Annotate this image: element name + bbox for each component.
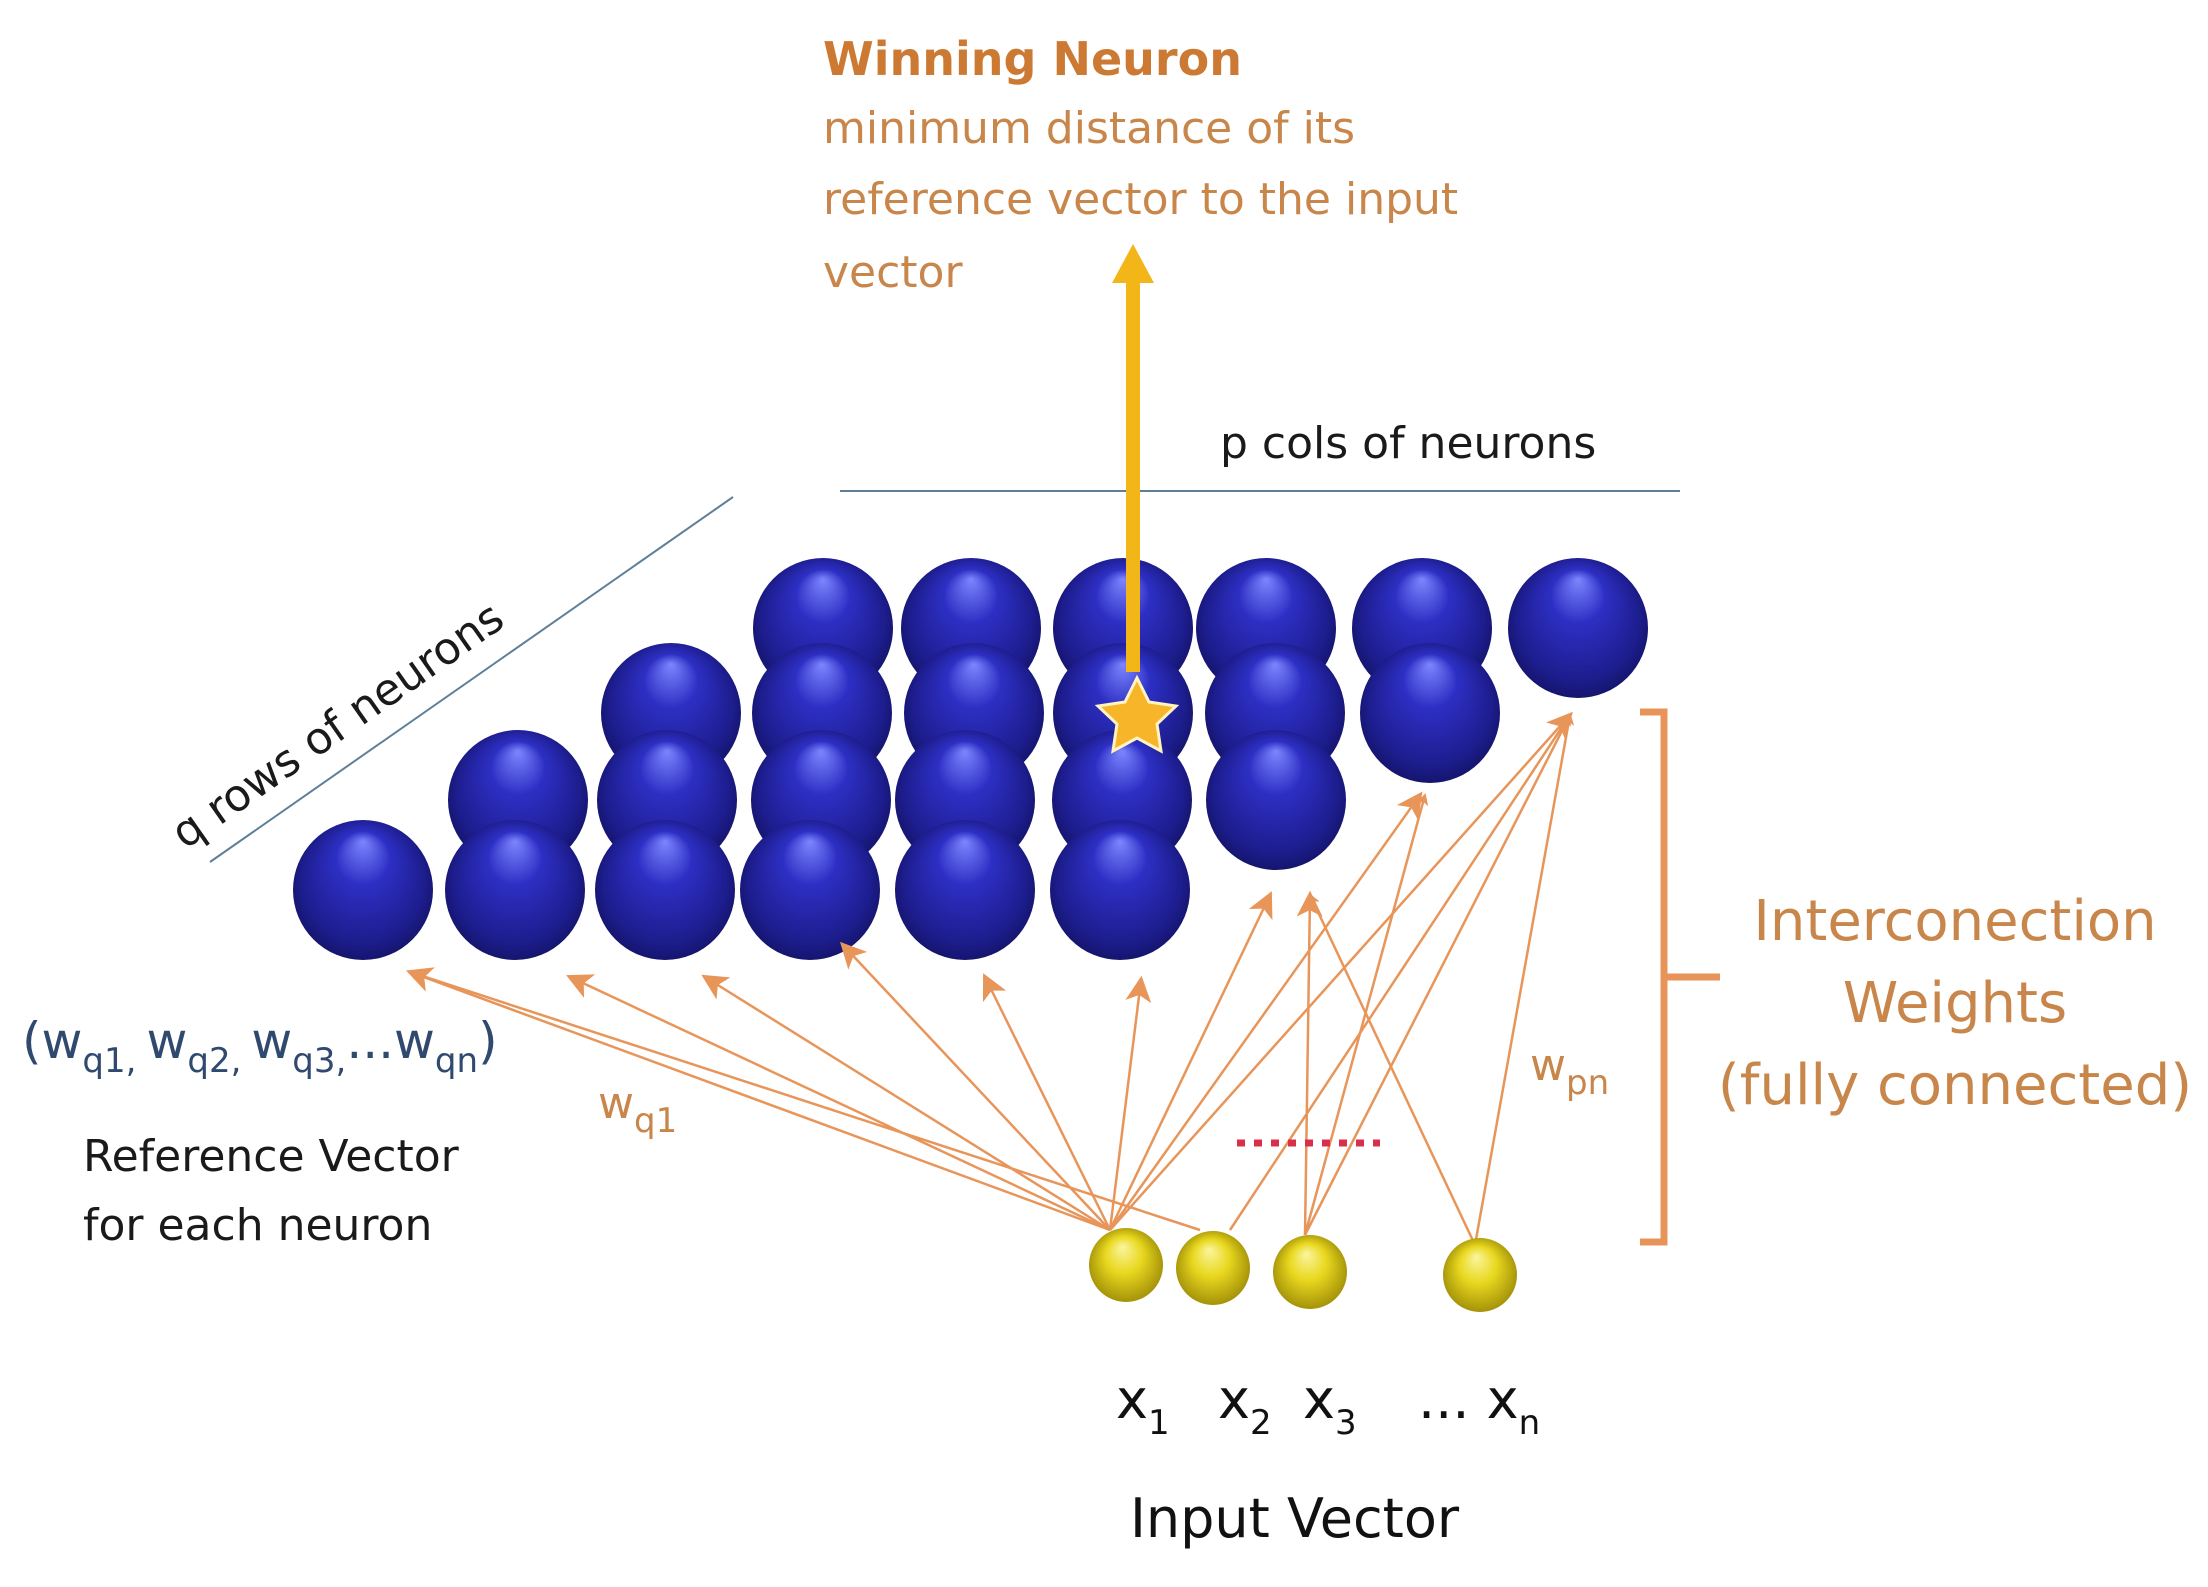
connection-arrow-8 — [1108, 791, 1423, 1231]
input-neuron-2 — [1176, 1231, 1250, 1305]
connection-arrow-3 — [701, 974, 1111, 1232]
interconnection-bracket — [1640, 708, 1720, 1246]
winning-neuron-star-icon — [1094, 674, 1180, 754]
interconnection-line3: (fully connected) — [1718, 1053, 2192, 1118]
winning-neuron-desc-line3: vector — [823, 247, 963, 298]
input-label-x3: x3 — [1303, 1368, 1357, 1443]
input-neuron-4 — [1443, 1238, 1517, 1312]
input-label-x2: x2 — [1218, 1368, 1272, 1443]
winning-neuron-desc-line2: reference vector to the input — [823, 174, 1458, 225]
input-neuron-1 — [1089, 1228, 1163, 1302]
connection-arrow-12 — [1303, 793, 1429, 1236]
connection-arrow-4 — [840, 941, 1111, 1231]
input-vector-label: Input Vector — [1130, 1487, 1460, 1550]
input-label-xn: ... xn — [1418, 1368, 1540, 1443]
interconnection-line1: Interconection — [1753, 889, 2156, 954]
connection-arrow-16 — [1228, 713, 1572, 1231]
connection-arrow-6 — [1108, 975, 1152, 1231]
reference-caption-line2: for each neuron — [83, 1200, 432, 1251]
input-label-x1: x1 — [1116, 1368, 1170, 1443]
input-neuron-3 — [1273, 1235, 1347, 1309]
neuron-r4-c3 — [595, 820, 735, 960]
reference-caption-line1: Reference Vector — [83, 1131, 460, 1182]
connection-arrow-11 — [1296, 890, 1323, 1236]
neuron-r3-c6 — [1206, 730, 1346, 870]
neuron-r4-c6 — [1050, 820, 1190, 960]
connection-weights — [405, 711, 1575, 1246]
connection-arrow-7 — [1108, 891, 1273, 1231]
interconnection-line2: Weights — [1843, 971, 2067, 1036]
winning-neuron-title: Winning Neuron — [823, 32, 1242, 86]
reference-vector-tuple: (wq1,wq2,wq3,...wqn) — [22, 1012, 498, 1081]
weight-label-wpn: wpn — [1530, 1040, 1609, 1103]
winner-arrow — [1112, 244, 1154, 672]
connection-arrow-9 — [1109, 711, 1573, 1231]
connection-arrow-14 — [1308, 893, 1477, 1246]
input-neurons — [1089, 1228, 1517, 1312]
neuron-r4-c4 — [740, 820, 880, 960]
connection-arrow-1 — [405, 967, 1111, 1232]
cols-label: p cols of neurons — [1220, 418, 1596, 469]
connection-arrow-2 — [566, 974, 1111, 1232]
neuron-r2-c6 — [1360, 643, 1500, 783]
neuron-grid — [293, 558, 1648, 960]
weight-label-wq1: wq1 — [598, 1078, 677, 1141]
neuron-r4-c5 — [895, 820, 1035, 960]
connection-arrow-13 — [1303, 713, 1572, 1236]
winning-neuron-desc-line1: minimum distance of its — [823, 103, 1355, 154]
connection-arrow-5 — [982, 973, 1112, 1231]
connection-arrow-15 — [1473, 713, 1575, 1246]
rows-guide-line — [209, 496, 734, 863]
neuron-r1-c6 — [1508, 558, 1648, 698]
connection-arrow-10 — [408, 969, 1201, 1232]
neuron-r4-c1 — [293, 820, 433, 960]
neuron-r4-c2 — [445, 820, 585, 960]
